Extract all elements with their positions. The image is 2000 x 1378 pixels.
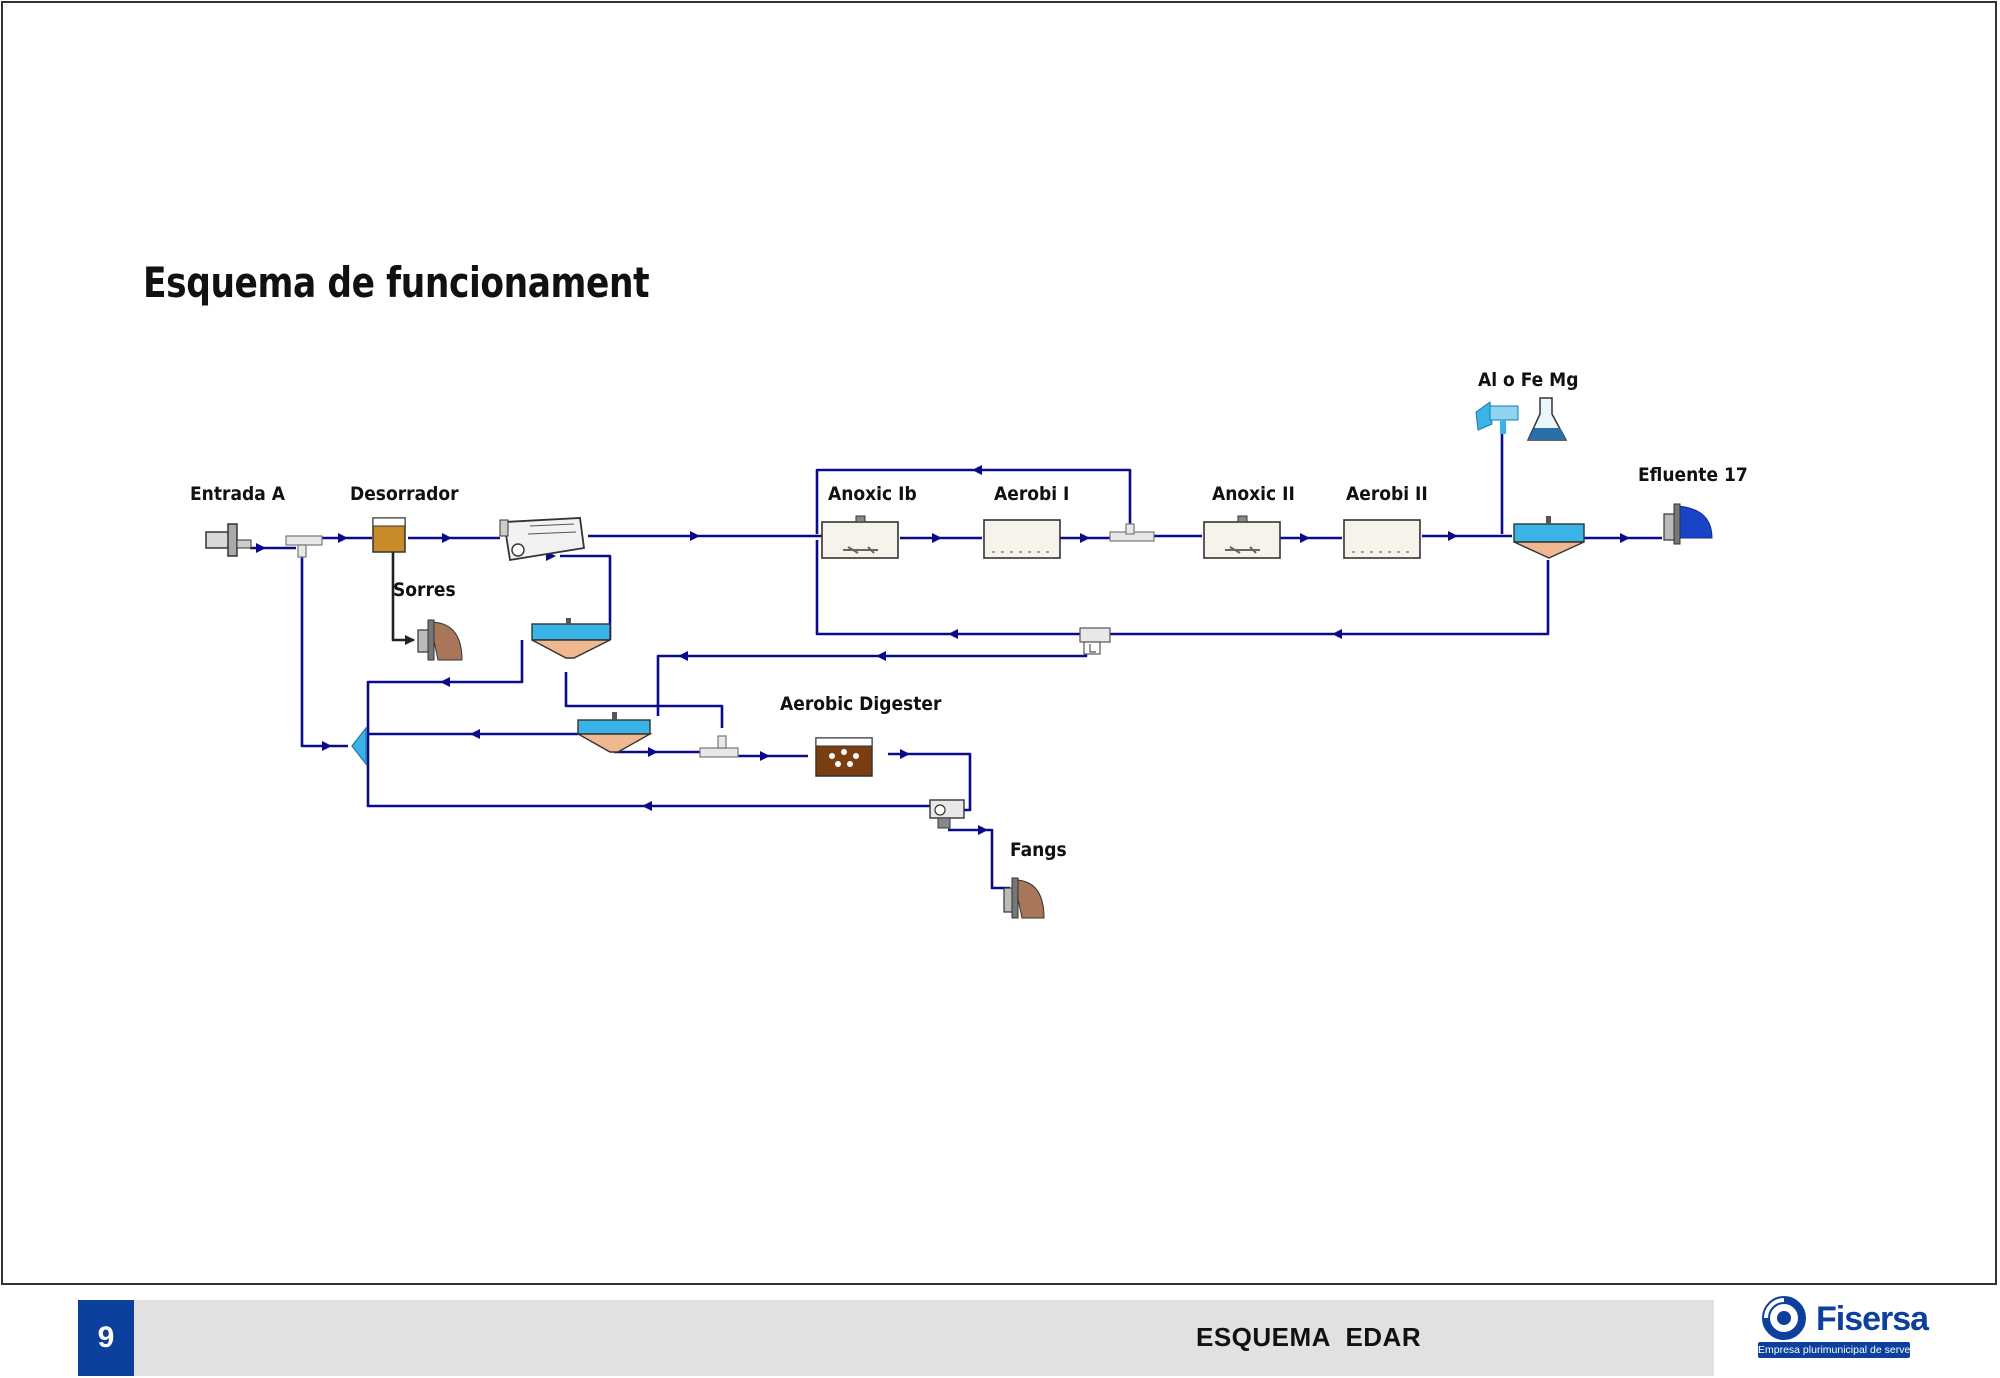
pipe-split-bypass: [300, 552, 348, 748]
sludge-tee-icon: [699, 735, 739, 758]
label-anoxic-2: Anoxic II: [1212, 483, 1295, 505]
anoxic-tank-1-icon: [821, 515, 899, 559]
fangs-outlet-icon: [1003, 877, 1045, 919]
flow-arrow: [932, 533, 942, 543]
reagent-pump-icon: [1475, 401, 1519, 434]
flow-arrow: [440, 677, 450, 687]
flow-arrow: [1620, 533, 1630, 543]
flow-arrow: [690, 531, 700, 541]
screen-filter-icon: [499, 517, 586, 562]
secondary-clarifier-icon: [1513, 516, 1585, 559]
label-sorres: Sorres: [393, 579, 456, 601]
flow-arrow: [948, 629, 958, 639]
label-desorrador: Desorrador: [350, 483, 459, 505]
label-aerobi-2: Aerobi II: [1346, 483, 1428, 505]
aerobic-tank-2-icon: [1343, 519, 1421, 559]
flow-arrow: [642, 801, 652, 811]
flow-arrow: [1332, 629, 1342, 639]
label-efluente: Efluente 17: [1638, 464, 1748, 486]
mixer-icon: [351, 726, 367, 766]
flow-arrow: [470, 729, 480, 739]
flow-splitter-icon: [285, 535, 323, 558]
flask-icon: [1526, 397, 1568, 441]
flow-arrow: [1300, 533, 1310, 543]
flow-arrow: [678, 651, 688, 661]
anoxic-tank-2-icon: [1203, 515, 1281, 559]
label-anoxic-1: Anoxic Ib: [828, 483, 917, 505]
flow-arrow: [972, 465, 982, 475]
flow-arrow: [1448, 531, 1458, 541]
label-reagent: Al o Fe Mg: [1478, 369, 1578, 391]
inlet-icon: [205, 523, 252, 557]
primary-clarifier-icon: [531, 618, 611, 659]
pipe-ras-to-head: [815, 540, 1082, 636]
pipe-digester-out: [888, 752, 972, 812]
effluent-outlet-icon: [1663, 503, 1713, 545]
recirculation-tee-icon: [1109, 523, 1155, 542]
footer-title: ESQUEMA EDAR: [1196, 1322, 1422, 1352]
page-title: Esquema de funcionament: [143, 258, 650, 307]
pipe-ras-return: [1094, 560, 1550, 636]
sorres-outlet-icon: [417, 619, 463, 661]
fisersa-logo-icon: [1762, 1296, 1806, 1340]
label-aerobi-1: Aerobi I: [994, 483, 1069, 505]
flow-arrow: [442, 533, 452, 543]
fisersa-logo: Fisersa Empresa plurimunicipal de servei…: [1756, 1292, 1929, 1360]
flow-arrow: [338, 533, 348, 543]
pipe-screen-to-primary: [560, 554, 612, 640]
thickener-icon: [575, 712, 653, 753]
pipe-primary-underflow: [564, 672, 724, 728]
flow-arrow: [1080, 533, 1090, 543]
degritter-icon: [372, 517, 406, 553]
logo-tagline: Empresa plurimunicipal de serveis: [1758, 1342, 1910, 1358]
aerobic-digester-icon: [815, 737, 873, 777]
flow-arrow: [648, 747, 658, 757]
label-entrada: Entrada A: [190, 483, 286, 505]
footer-bar: [78, 1300, 1714, 1376]
flow-arrow: [405, 635, 415, 645]
flow-arrow: [256, 543, 266, 553]
ras-pump-icon: [1079, 627, 1111, 655]
aerobic-tank-1-icon: [983, 519, 1061, 559]
logo-name: Fisersa: [1816, 1300, 1929, 1338]
slide-frame: [1, 1, 1997, 1285]
flow-arrow: [900, 749, 910, 759]
label-fangs: Fangs: [1010, 839, 1067, 861]
flow-arrow: [876, 651, 886, 661]
dewatering-icon: [929, 799, 965, 829]
label-digester: Aerobic Digester: [780, 693, 942, 715]
page-number: 9: [78, 1300, 134, 1376]
flow-arrow: [322, 741, 332, 751]
pipe-primary-overflow: [366, 640, 938, 808]
pipe-dewater-to-fangs: [948, 828, 1010, 890]
flow-arrow: [978, 825, 988, 835]
flow-arrow: [760, 751, 770, 761]
